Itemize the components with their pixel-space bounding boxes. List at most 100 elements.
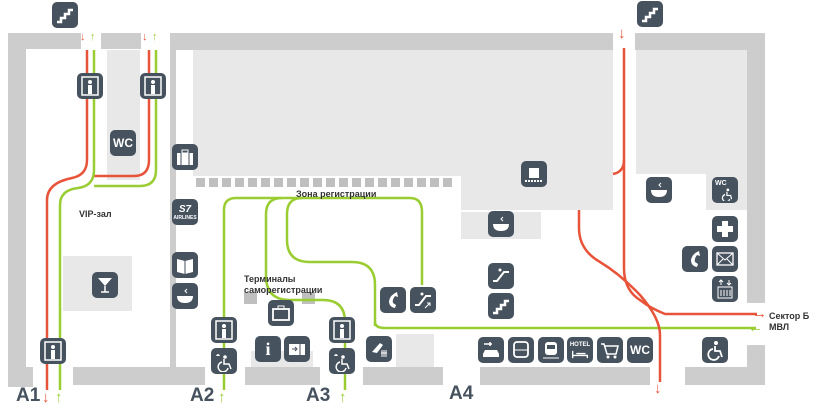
s7-airlines-icon[interactable]: S7 AIRLINES: [172, 199, 198, 225]
vip-lounge-label: VIP-зал: [79, 209, 112, 219]
checkin-desk: [300, 178, 309, 187]
arrival-route: [373, 321, 756, 330]
arrival-route: [58, 50, 96, 390]
checkin-desk: [274, 178, 283, 187]
stairs-icon[interactable]: [637, 1, 663, 27]
arrow-up-icon: ↑: [90, 31, 96, 43]
phone-icon[interactable]: [682, 246, 708, 272]
wall-bottom-a3-a4: [363, 367, 443, 385]
wc-accessible-text: WC: [715, 180, 727, 187]
stairs-icon[interactable]: [52, 2, 78, 28]
checkin-desk: [248, 178, 257, 187]
wc-zone: [107, 50, 140, 180]
wheelchair-icon[interactable]: [702, 337, 728, 363]
arrow-down-icon: ↓: [142, 31, 148, 43]
wall-bottom-services: [480, 367, 650, 385]
shopping-cart-icon[interactable]: [597, 337, 623, 363]
hotel-text: HOTEL: [569, 341, 591, 348]
bar-icon[interactable]: [92, 272, 118, 298]
checkin-desk: [313, 178, 322, 187]
cafe-icon[interactable]: [172, 283, 198, 309]
wc-icon[interactable]: WC: [627, 337, 653, 363]
wall-left-outer: [8, 33, 26, 387]
stairs-icon[interactable]: [488, 293, 514, 319]
security-check-icon[interactable]: [77, 73, 103, 99]
gate-a3-label: A3: [306, 385, 331, 406]
checkin-desk: [287, 178, 296, 187]
car-rental-icon[interactable]: [478, 337, 504, 363]
security-check-icon[interactable]: [211, 317, 237, 343]
checkin-desk: [339, 178, 348, 187]
atm-zone: [396, 334, 434, 367]
checkin-desk: [235, 178, 244, 187]
checkin-desk: [365, 178, 374, 187]
cafe-icon[interactable]: [488, 211, 514, 237]
mail-icon[interactable]: [712, 246, 738, 272]
sector-b-mvl-label: МВЛ: [769, 322, 790, 332]
wall-bottom-a2-a3: [245, 367, 320, 385]
hotel-icon[interactable]: HOTEL: [567, 337, 593, 363]
security-check-icon[interactable]: [140, 73, 166, 99]
departure-route: [93, 50, 151, 178]
arrow-left-icon: ←: [748, 319, 763, 336]
departure-route: [622, 48, 757, 316]
checkin-desk: [222, 178, 231, 187]
security-check-icon[interactable]: [40, 338, 66, 364]
arrival-route: [222, 196, 424, 390]
elevator-icon[interactable]: [712, 276, 738, 302]
departure-route: [45, 50, 89, 390]
gate-a4-label: A4: [449, 383, 474, 404]
arrow-down-icon: ↓: [80, 31, 86, 43]
checkin-desk: [430, 178, 439, 187]
security-check-icon[interactable]: [329, 317, 355, 343]
gate-a1-label: A1: [16, 385, 41, 406]
wall-bottom-a1-a2: [73, 367, 205, 385]
checkin-desk: [326, 178, 335, 187]
first-aid-icon[interactable]: [712, 216, 738, 242]
checkin-desk: [378, 178, 387, 187]
gate-a2-label: A2: [190, 385, 215, 406]
wc-icon[interactable]: WC: [110, 130, 136, 156]
phone-icon[interactable]: [380, 287, 406, 313]
main-hall-zone: [193, 50, 613, 176]
escalator-up-icon[interactable]: [410, 287, 436, 313]
departure-route: [577, 210, 662, 382]
self-checkin-label: Терминалы: [244, 274, 296, 284]
checkin-zone-label: Зона регистрации: [296, 189, 377, 199]
wall-top-right: [635, 33, 765, 50]
escalator-icon[interactable]: [488, 263, 514, 289]
atm-icon[interactable]: [366, 336, 392, 362]
boarding-pass-icon[interactable]: [284, 336, 310, 362]
sector-b-label: Сектор Б: [769, 311, 810, 321]
baggage-storage-icon[interactable]: [172, 144, 198, 170]
bus-icon[interactable]: [508, 337, 534, 363]
baggage-icon[interactable]: [268, 300, 294, 326]
arrow-up-icon: ↑: [55, 389, 63, 406]
checkin-desk: [352, 178, 361, 187]
wall-top-left: [8, 33, 81, 49]
accessible-assistance-icon[interactable]: [329, 348, 355, 374]
checkin-desk: [209, 178, 218, 187]
train-icon[interactable]: [538, 337, 564, 363]
arrow-down-icon: ↓: [618, 25, 626, 42]
arrival-route: [285, 196, 377, 326]
info-icon[interactable]: i: [255, 336, 281, 362]
wc-accessible-icon[interactable]: WC: [712, 177, 738, 203]
newspaper-icon[interactable]: [172, 252, 198, 278]
checkin-desk: [443, 178, 452, 187]
arrow-right-icon: →: [752, 305, 767, 322]
wall-top-mid: [101, 33, 141, 49]
checkin-desk: [404, 178, 413, 187]
accessible-assistance-icon[interactable]: [211, 348, 237, 374]
arrow-down-icon: ↓: [654, 380, 662, 397]
checkin-desk: [261, 178, 270, 187]
checkin-desks: [196, 178, 460, 190]
baggage-claim-icon[interactable]: [521, 161, 547, 187]
arrow-up-icon: ↑: [218, 389, 226, 406]
checkin-desk: [196, 178, 205, 187]
self-checkin-kiosk: [244, 292, 257, 304]
departure-route: [612, 159, 626, 176]
cafe-icon[interactable]: [646, 177, 672, 203]
airlines-text: AIRLINES: [173, 214, 197, 221]
